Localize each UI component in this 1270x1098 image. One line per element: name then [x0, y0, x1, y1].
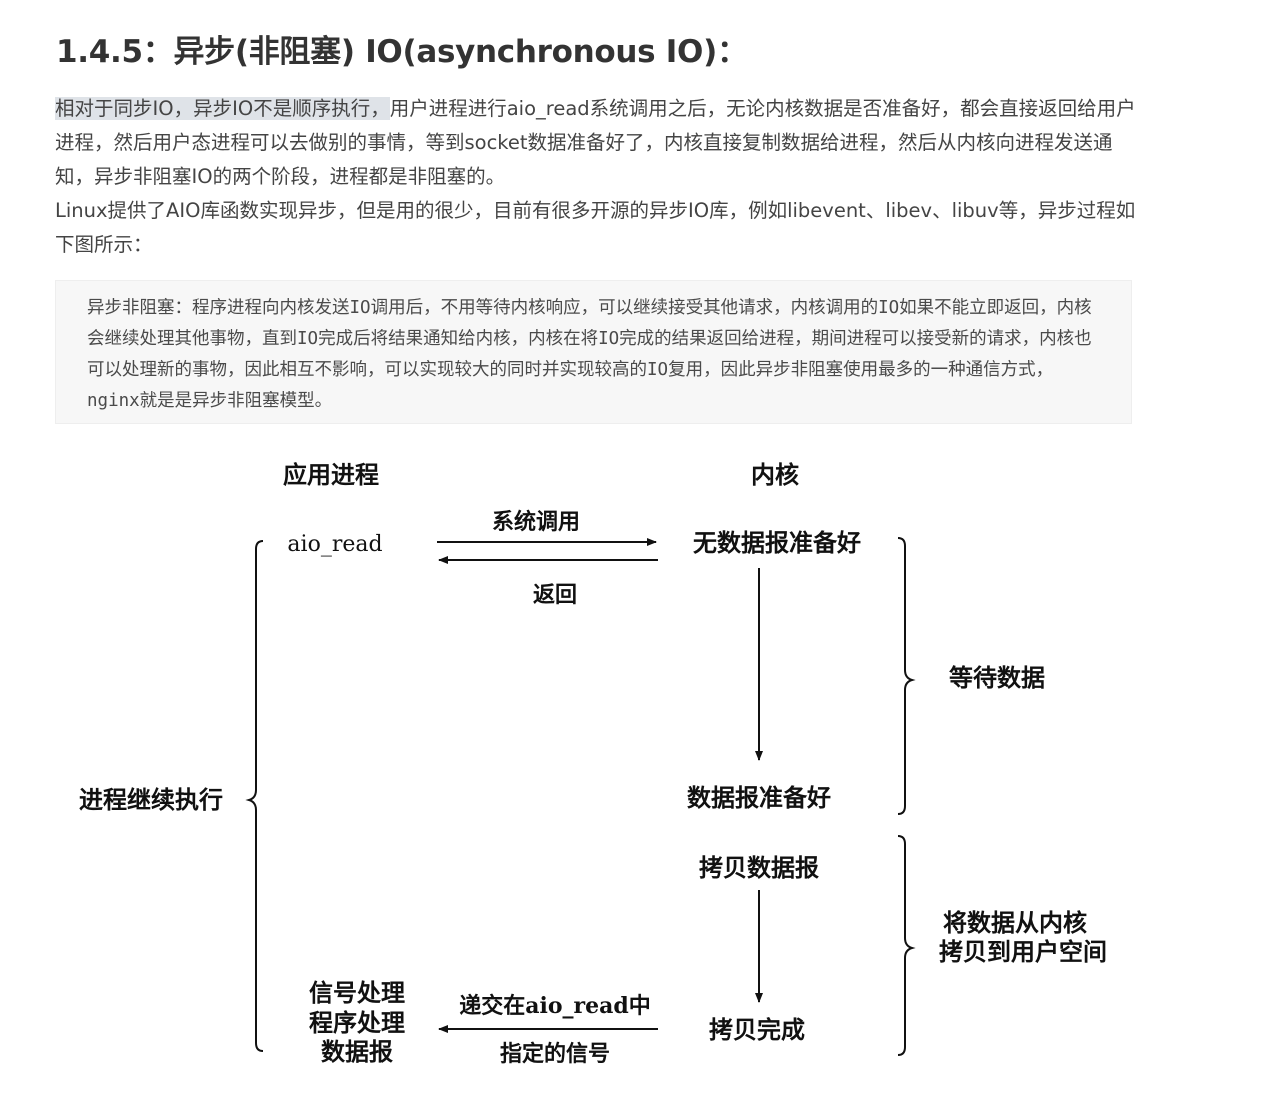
no-data-ready-label: 无数据报准备好 — [693, 528, 861, 557]
continue-exec-brace — [245, 540, 264, 1052]
aio-read-label: aio_read — [287, 532, 382, 557]
signal-label-2: 指定的信号 — [500, 1041, 610, 1067]
syscall-label: 系统调用 — [492, 509, 580, 535]
wait-data-label: 等待数据 — [949, 663, 1045, 692]
paragraph-2: Linux提供了AIO库函数实现异步，但是用的很少，目前有很多开源的异步IO库，… — [55, 199, 1136, 256]
blockquote: 异步非阻塞：程序进程向内核发送IO调用后，不用等待内核响应，可以继续接受其他请求… — [55, 280, 1132, 424]
return-label: 返回 — [533, 582, 577, 608]
copy-datagram-label: 拷贝数据报 — [699, 853, 819, 882]
copy-to-user-label-2: 拷贝到用户空间 — [939, 937, 1107, 966]
copy-to-user-label-1: 将数据从内核 — [943, 908, 1087, 937]
copy-brace — [897, 835, 916, 1056]
body-paragraphs: 相对于同步IO，异步IO不是顺序执行，用户进程进行aio_read系统调用之后，… — [55, 92, 1140, 262]
signal-handler-label-2: 程序处理 — [309, 1008, 405, 1037]
signal-label-1: 递交在aio_read中 — [459, 993, 651, 1019]
copy-done-label: 拷贝完成 — [709, 1015, 805, 1044]
kernel-header: 内核 — [751, 460, 799, 489]
highlighted-text: 相对于同步IO，异步IO不是顺序执行， — [55, 97, 390, 120]
signal-handler-label-3: 数据报 — [321, 1037, 393, 1066]
paragraph-1-text: 用户进程进行aio_read系统调用之后，无论内核数据是否准备好，都会直接返回给… — [55, 97, 1136, 188]
wait-data-brace — [897, 537, 916, 815]
section-heading: 1.4.5：异步(非阻塞) IO(asynchronous IO)： — [56, 34, 748, 70]
data-ready-label: 数据报准备好 — [687, 783, 831, 812]
continue-exec-label: 进程继续执行 — [79, 785, 223, 814]
app-process-header: 应用进程 — [283, 460, 379, 489]
signal-handler-label-1: 信号处理 — [309, 978, 405, 1007]
blockquote-text: 异步非阻塞：程序进程向内核发送IO调用后，不用等待内核响应，可以继续接受其他请求… — [87, 298, 1092, 411]
paragraph-1: 相对于同步IO，异步IO不是顺序执行，用户进程进行aio_read系统调用之后，… — [55, 92, 1140, 194]
